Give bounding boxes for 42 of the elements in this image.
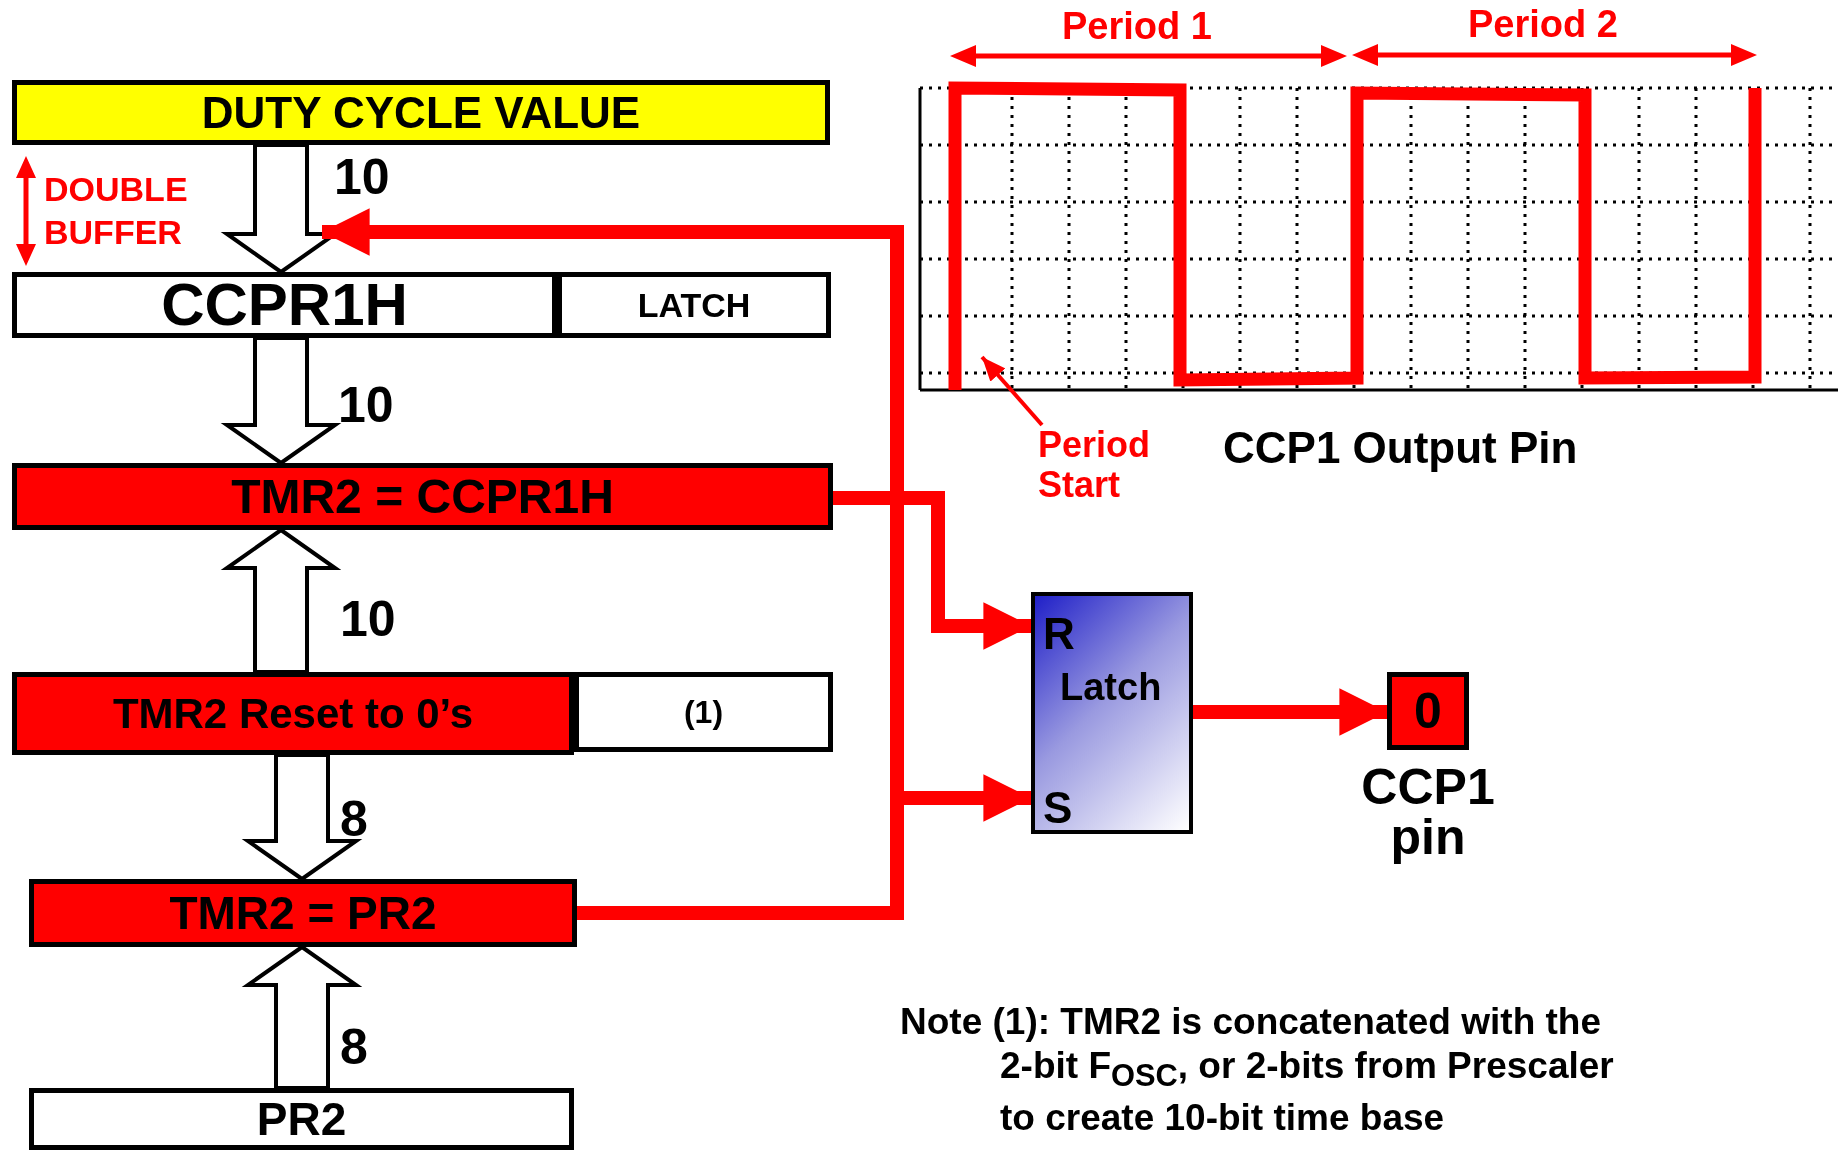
edge-label: 10 bbox=[338, 378, 394, 433]
node-label: TMR2 = CCPR1H bbox=[231, 472, 614, 521]
node-label: CCPR1H bbox=[161, 275, 408, 335]
node-label: TMR2 Reset to 0’s bbox=[112, 692, 474, 735]
note-text: Note (1): TMR2 is concatenated with the 2-bit F$_{OSC}$, or 2-bits from Prescaler to create 10-bit time base bbox=[900, 1000, 1615, 1140]
pin-label: R bbox=[1043, 612, 1075, 656]
waveform-drawing bbox=[918, 81, 1838, 392]
comparator-bar bbox=[29, 879, 577, 947]
node-label: DUTY CYCLE VALUE bbox=[201, 90, 641, 135]
node-label: TMR2 = PR2 bbox=[169, 890, 437, 936]
register-box bbox=[12, 272, 557, 338]
edge-label: 8 bbox=[340, 792, 368, 847]
period-label: Period 1 bbox=[1062, 6, 1212, 48]
callout-text: Period Start bbox=[1038, 425, 1178, 505]
comparator-bar bbox=[12, 463, 833, 530]
bus-arrow bbox=[241, 753, 363, 882]
register-bar bbox=[12, 80, 830, 145]
period-label: Period 2 bbox=[1468, 4, 1618, 46]
signal-arrow bbox=[1193, 688, 1387, 736]
latch-block bbox=[1031, 592, 1193, 834]
block-label: Latch bbox=[1060, 668, 1162, 706]
pin-caption: CCP1 pin bbox=[1360, 762, 1496, 862]
node-label: LATCH bbox=[637, 288, 751, 322]
bus-arrow bbox=[220, 527, 342, 674]
leader-line bbox=[980, 355, 1044, 427]
edge-label: 10 bbox=[334, 150, 390, 205]
bus-arrow bbox=[241, 944, 363, 1090]
signal-arrow bbox=[833, 491, 1031, 650]
signal-title: CCP1 Output Pin bbox=[1223, 424, 1578, 473]
node-label: (1) bbox=[683, 696, 724, 728]
node-label: 0 bbox=[1414, 686, 1442, 736]
latch-box bbox=[557, 272, 831, 338]
edge-label: 8 bbox=[340, 1020, 368, 1075]
output-pin-box bbox=[1387, 672, 1469, 750]
edge-label: 10 bbox=[340, 592, 396, 647]
bus-arrow bbox=[220, 336, 342, 466]
pin-label: S bbox=[1043, 786, 1073, 830]
register-box bbox=[29, 1088, 574, 1150]
buffer-label: DOUBLE BUFFER bbox=[44, 169, 189, 253]
timer-bar bbox=[12, 672, 574, 755]
node-label: PR2 bbox=[256, 1096, 347, 1142]
note-ref-box bbox=[574, 672, 833, 752]
